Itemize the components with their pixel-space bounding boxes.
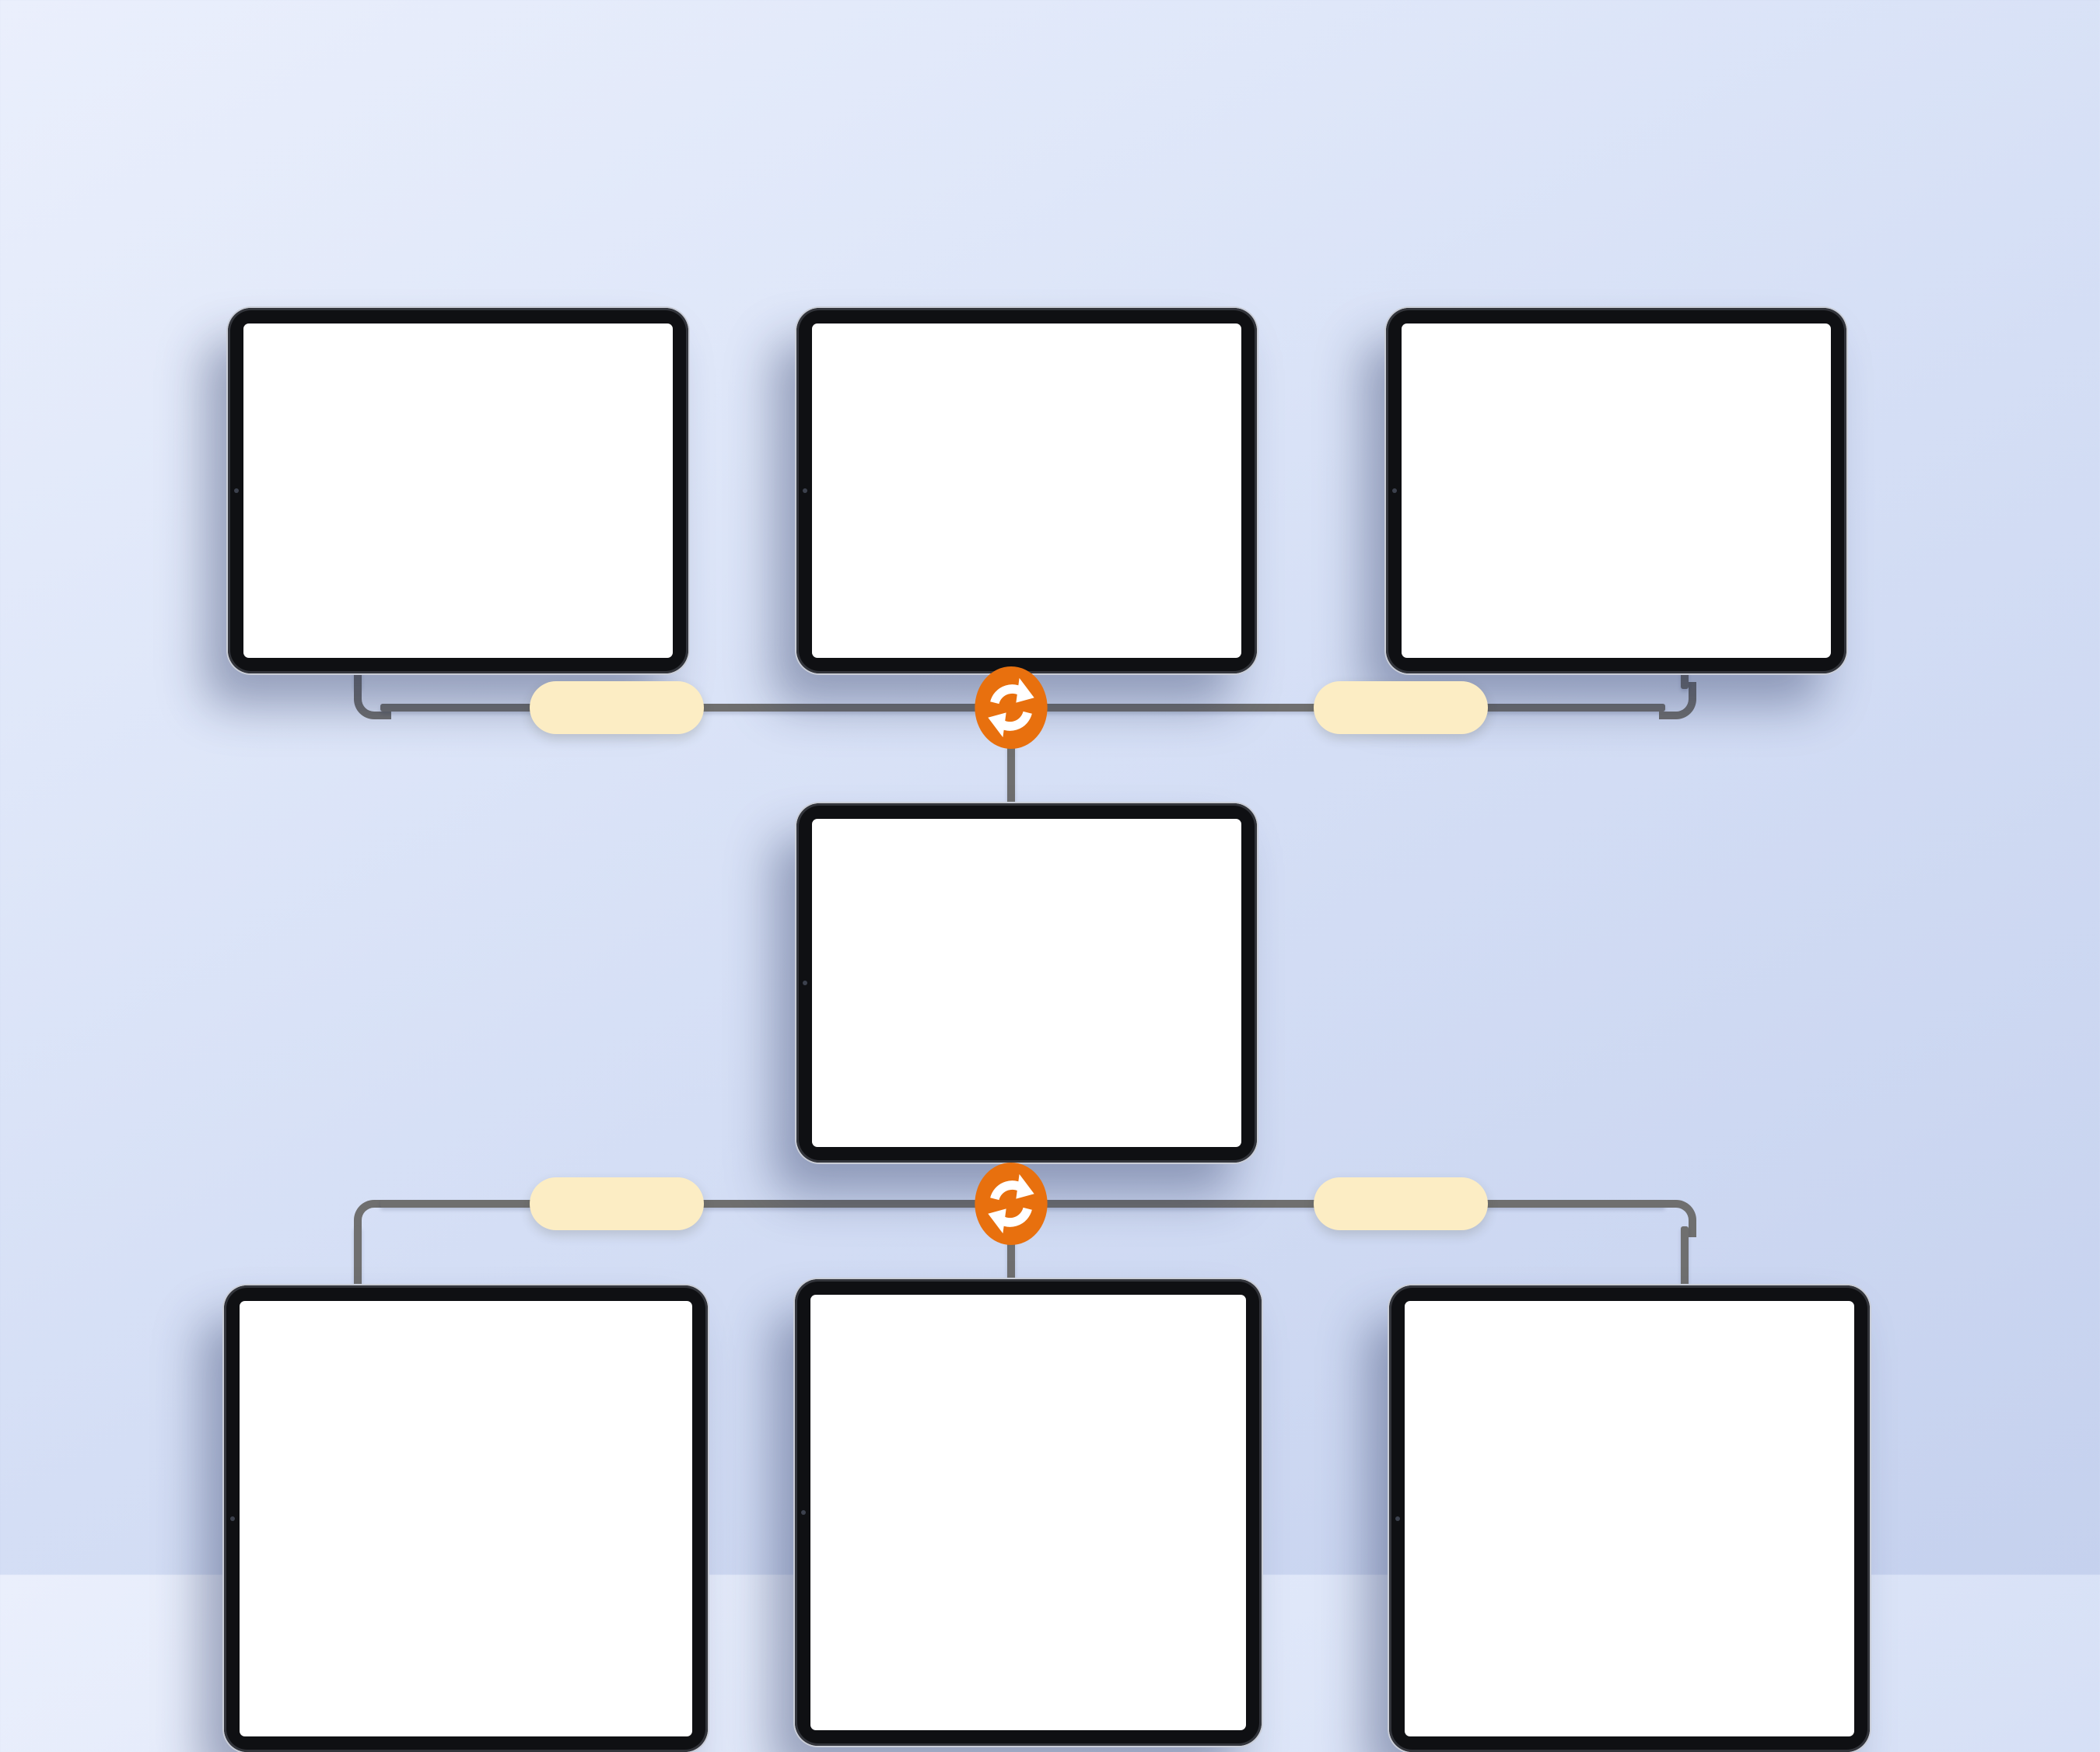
auto-sync-badge [530, 681, 704, 734]
connector-corner [354, 1200, 391, 1237]
tablet-calendar [224, 1285, 708, 1752]
gantt-screen [1402, 323, 1831, 658]
connector-v-right-bottom [1681, 1226, 1689, 1290]
poster-canvas [0, 0, 2100, 1575]
dashboard-screen [810, 1295, 1246, 1730]
connector-corner [1659, 682, 1696, 719]
tablet-kanban [796, 308, 1257, 673]
weekly-screen [1405, 1301, 1854, 1736]
tablet-eisenhower [228, 308, 688, 673]
connector-corner [1659, 1200, 1696, 1237]
task-tracker-screen [812, 819, 1241, 1147]
tablet-dashboard [795, 1279, 1262, 1746]
tablet-task-tracker [796, 803, 1257, 1163]
connector-corner [354, 682, 391, 719]
tablet-weekly [1389, 1285, 1870, 1752]
sync-icon [975, 666, 1048, 749]
kanban-screen [812, 323, 1241, 658]
auto-sync-badge [1314, 1177, 1488, 1230]
connector-v-left-bottom [354, 1226, 362, 1290]
tablet-gantt [1386, 308, 1846, 673]
eisenhower-screen [243, 323, 673, 658]
sync-icon [975, 1163, 1048, 1245]
auto-sync-badge [530, 1177, 704, 1230]
auto-sync-badge [1314, 681, 1488, 734]
calendar-screen [240, 1301, 692, 1736]
